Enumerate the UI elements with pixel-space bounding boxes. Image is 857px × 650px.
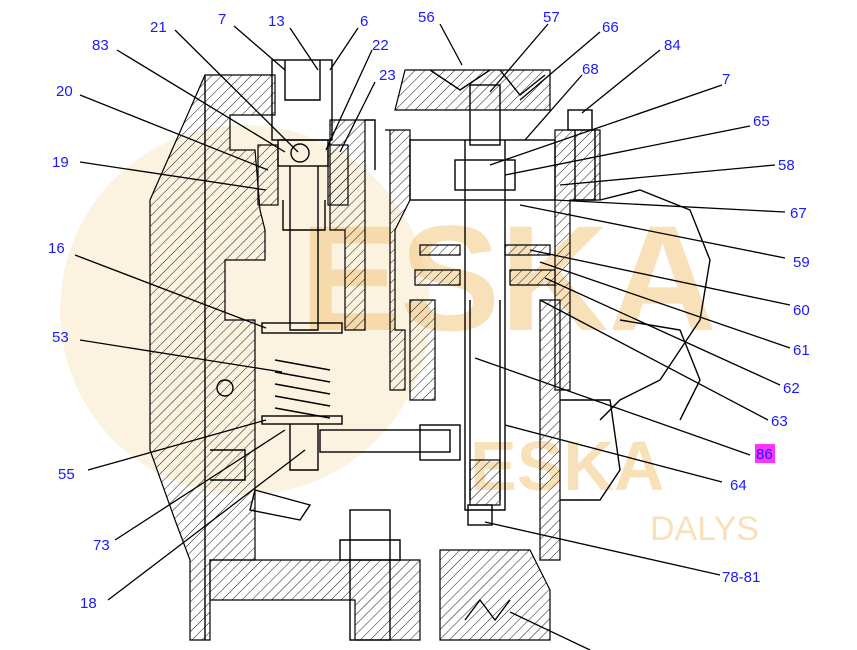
- pin-21-icon: [290, 143, 310, 163]
- callout-23: 23: [379, 67, 396, 84]
- callout-86: 86: [756, 446, 773, 463]
- callout-83: 83: [92, 37, 109, 54]
- callout-21: 21: [150, 19, 167, 36]
- callout-7-top: 7: [218, 11, 226, 28]
- callout-53: 53: [52, 329, 69, 346]
- callout-78-81: 78-81: [722, 569, 760, 586]
- left-port-icon: [216, 379, 234, 397]
- right-valve-body: [385, 69, 711, 561]
- leader-lines: [74, 23, 791, 650]
- callout-73: 73: [93, 537, 110, 554]
- callout-55: 55: [58, 466, 75, 483]
- callout-66: 66: [602, 19, 619, 36]
- callout-56: 56: [418, 9, 435, 26]
- watermark-tagline: DALYS: [650, 510, 759, 548]
- callout-22: 22: [372, 37, 389, 54]
- callout-20: 20: [56, 83, 73, 100]
- callout-18: 18: [80, 595, 97, 612]
- callout-6: 6: [360, 13, 368, 30]
- callout-60: 60: [793, 302, 810, 319]
- watermark-brand: ESKA: [300, 194, 717, 362]
- callout-13: 13: [268, 13, 285, 30]
- bolt-84-icon: [567, 109, 593, 131]
- callout-labels: 7 13 6 21 83 22 23 20 19 16 53 55 73 18 …: [48, 9, 810, 612]
- callout-19: 19: [52, 154, 69, 171]
- callout-59: 59: [793, 254, 810, 271]
- callout-16: 16: [48, 240, 65, 257]
- highlight-86: [755, 444, 775, 463]
- callout-84: 84: [664, 37, 681, 54]
- callout-57: 57: [543, 9, 560, 26]
- callout-58: 58: [778, 157, 795, 174]
- watermark-brand-small: ESKA: [470, 427, 664, 505]
- callout-68: 68: [582, 61, 599, 78]
- callout-7-right: 7: [722, 71, 730, 88]
- callout-62: 62: [783, 380, 800, 397]
- callout-64: 64: [730, 477, 747, 494]
- callout-65: 65: [753, 113, 770, 130]
- callout-63: 63: [771, 413, 788, 430]
- callout-67: 67: [790, 205, 807, 222]
- callout-61: 61: [793, 342, 810, 359]
